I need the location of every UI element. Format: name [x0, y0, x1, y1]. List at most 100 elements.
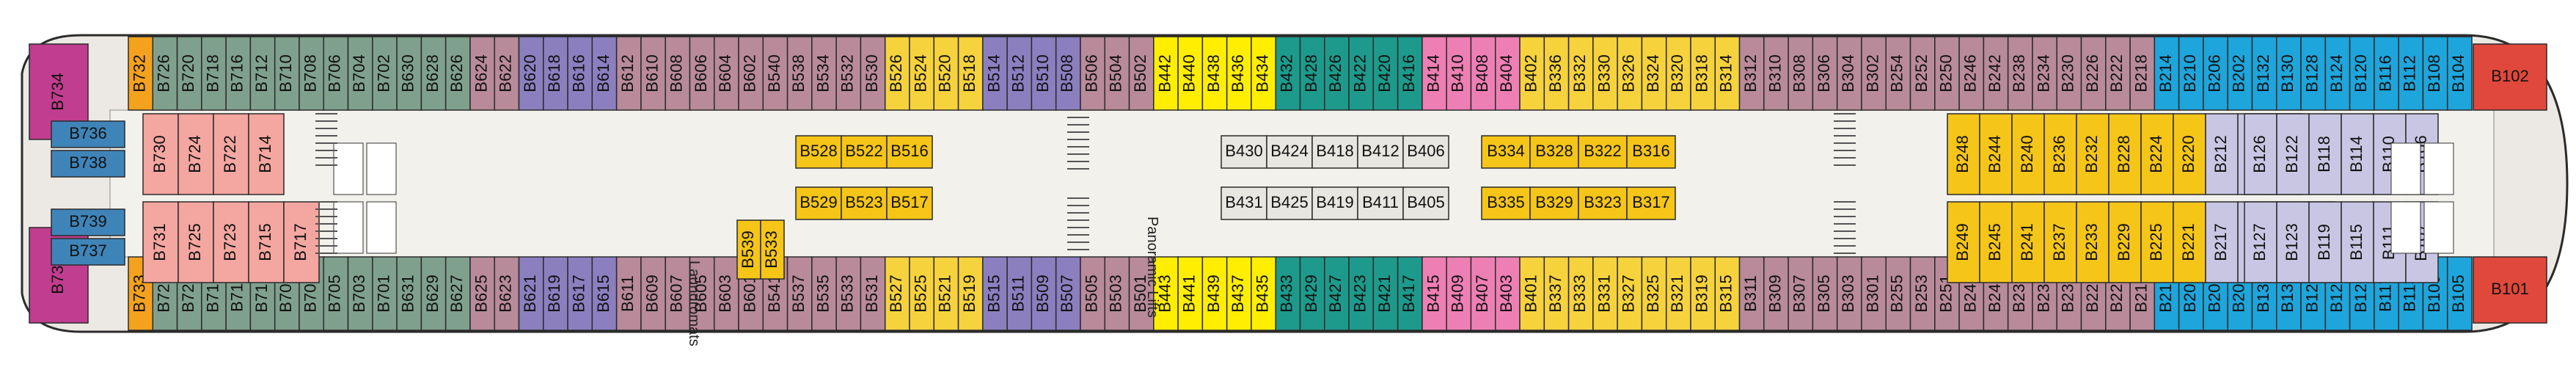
- cabin-b405[interactable]: B405: [1402, 186, 1449, 220]
- cabin-b538[interactable]: B538: [786, 36, 813, 111]
- cabin-b411[interactable]: B411: [1357, 186, 1404, 220]
- cabin-b714[interactable]: B714: [248, 113, 285, 195]
- cabin-b122[interactable]: B122: [2276, 113, 2310, 195]
- cabin-b430[interactable]: B430: [1221, 135, 1267, 169]
- cabin-b101[interactable]: B101: [2473, 256, 2547, 324]
- cabin-b335[interactable]: B335: [1481, 186, 1531, 220]
- cabin-b316[interactable]: B316: [1626, 135, 1676, 169]
- cabin-b322[interactable]: B322: [1578, 135, 1628, 169]
- cabin-b314[interactable]: B314: [1714, 36, 1741, 111]
- cabin-b626[interactable]: B626: [444, 36, 471, 111]
- cabin-b604[interactable]: B604: [714, 36, 739, 111]
- cabin-b321[interactable]: B321: [1665, 256, 1691, 331]
- cabin-b232[interactable]: B232: [2076, 113, 2110, 195]
- cabin-b229[interactable]: B229: [2108, 201, 2142, 283]
- cabin-b242[interactable]: B242: [1983, 36, 2009, 111]
- cabin-b512[interactable]: B512: [1006, 36, 1033, 111]
- cabin-b723[interactable]: B723: [213, 201, 249, 283]
- cabin-b337[interactable]: B337: [1543, 256, 1570, 331]
- cabin-b506[interactable]: B506: [1080, 36, 1105, 111]
- cabin-b531[interactable]: B531: [860, 256, 886, 331]
- cabin-b429[interactable]: B429: [1299, 256, 1325, 331]
- cabin-b438[interactable]: B438: [1201, 36, 1228, 111]
- cabin-b627[interactable]: B627: [444, 256, 471, 331]
- cabin-b226[interactable]: B226: [2080, 36, 2107, 111]
- cabin-b524[interactable]: B524: [909, 36, 935, 111]
- cabin-b409[interactable]: B409: [1446, 256, 1472, 331]
- cabin-b736[interactable]: B736: [51, 120, 125, 148]
- cabin-b250[interactable]: B250: [1934, 36, 1960, 111]
- cabin-b720[interactable]: B720: [176, 36, 202, 111]
- cabin-b327[interactable]: B327: [1617, 256, 1643, 331]
- cabin-b731[interactable]: B731: [142, 201, 179, 283]
- cabin-b505[interactable]: B505: [1080, 256, 1105, 331]
- cabin-b325[interactable]: B325: [1641, 256, 1667, 331]
- cabin-b612[interactable]: B612: [615, 36, 642, 111]
- cabin-b419[interactable]: B419: [1311, 186, 1358, 220]
- cabin-b619[interactable]: B619: [543, 256, 568, 331]
- cabin-b217[interactable]: B217: [2205, 201, 2239, 283]
- cabin-b132[interactable]: B132: [2251, 36, 2277, 111]
- cabin-b252[interactable]: B252: [1909, 36, 1936, 111]
- cabin-b534[interactable]: B534: [811, 36, 837, 111]
- cabin-b526[interactable]: B526: [884, 36, 910, 111]
- cabin-b301[interactable]: B301: [1861, 256, 1887, 331]
- cabin-b738[interactable]: B738: [51, 150, 125, 178]
- cabin-b418[interactable]: B418: [1311, 135, 1358, 169]
- cabin-b617[interactable]: B617: [567, 256, 593, 331]
- cabin-b730[interactable]: B730: [142, 113, 179, 195]
- cabin-b614[interactable]: B614: [591, 36, 618, 111]
- cabin-b246[interactable]: B246: [1958, 36, 1985, 111]
- cabin-b334[interactable]: B334: [1481, 135, 1531, 169]
- cabin-b615[interactable]: B615: [591, 256, 618, 331]
- cabin-b511[interactable]: B511: [1006, 256, 1033, 331]
- cabin-b522[interactable]: B522: [841, 135, 888, 169]
- cabin-b620[interactable]: B620: [518, 36, 544, 111]
- cabin-b127[interactable]: B127: [2244, 201, 2277, 283]
- cabin-b420[interactable]: B420: [1372, 36, 1399, 111]
- cabin-b414[interactable]: B414: [1421, 36, 1447, 111]
- cabin-b631[interactable]: B631: [396, 256, 422, 331]
- cabin-b309[interactable]: B309: [1763, 256, 1789, 331]
- cabin-b233[interactable]: B233: [2076, 201, 2110, 283]
- cabin-b616[interactable]: B616: [567, 36, 593, 111]
- cabin-b324[interactable]: B324: [1641, 36, 1667, 111]
- cabin-b706[interactable]: B706: [323, 36, 349, 111]
- cabin-b317[interactable]: B317: [1626, 186, 1676, 220]
- cabin-b307[interactable]: B307: [1788, 256, 1814, 331]
- cabin-b539[interactable]: B539: [736, 219, 761, 280]
- cabin-b224[interactable]: B224: [2140, 113, 2174, 195]
- cabin-b245[interactable]: B245: [1979, 201, 2013, 283]
- cabin-b510[interactable]: B510: [1031, 36, 1057, 111]
- cabin-b214[interactable]: B214: [2154, 36, 2180, 111]
- cabin-b303[interactable]: B303: [1836, 256, 1862, 331]
- cabin-b222[interactable]: B222: [2105, 36, 2131, 111]
- cabin-b502[interactable]: B502: [1128, 36, 1155, 111]
- cabin-b212[interactable]: B212: [2205, 113, 2239, 195]
- cabin-b206[interactable]: B206: [2203, 36, 2228, 111]
- cabin-b130[interactable]: B130: [2276, 36, 2302, 111]
- cabin-b311[interactable]: B311: [1738, 256, 1765, 331]
- cabin-b611[interactable]: B611: [615, 256, 642, 331]
- cabin-b528[interactable]: B528: [795, 135, 842, 169]
- cabin-b424[interactable]: B424: [1266, 135, 1313, 169]
- cabin-b629[interactable]: B629: [420, 256, 447, 331]
- cabin-b240[interactable]: B240: [2011, 113, 2045, 195]
- cabin-b308[interactable]: B308: [1788, 36, 1814, 111]
- cabin-b331[interactable]: B331: [1592, 256, 1618, 331]
- cabin-b105[interactable]: B105: [2446, 256, 2473, 331]
- cabin-b318[interactable]: B318: [1690, 36, 1716, 111]
- cabin-b114[interactable]: B114: [2341, 113, 2374, 195]
- cabin-b126[interactable]: B126: [2244, 113, 2277, 195]
- cabin-b403[interactable]: B403: [1495, 256, 1521, 331]
- cabin-b624[interactable]: B624: [469, 36, 495, 111]
- cabin-b439[interactable]: B439: [1201, 256, 1228, 331]
- cabin-b608[interactable]: B608: [665, 36, 691, 111]
- cabin-b236[interactable]: B236: [2043, 113, 2077, 195]
- cabin-b722[interactable]: B722: [213, 113, 249, 195]
- cabin-b708[interactable]: B708: [299, 36, 324, 111]
- cabin-b328[interactable]: B328: [1529, 135, 1579, 169]
- cabin-b426[interactable]: B426: [1324, 36, 1350, 111]
- cabin-b332[interactable]: B332: [1567, 36, 1594, 111]
- cabin-b710[interactable]: B710: [274, 36, 300, 111]
